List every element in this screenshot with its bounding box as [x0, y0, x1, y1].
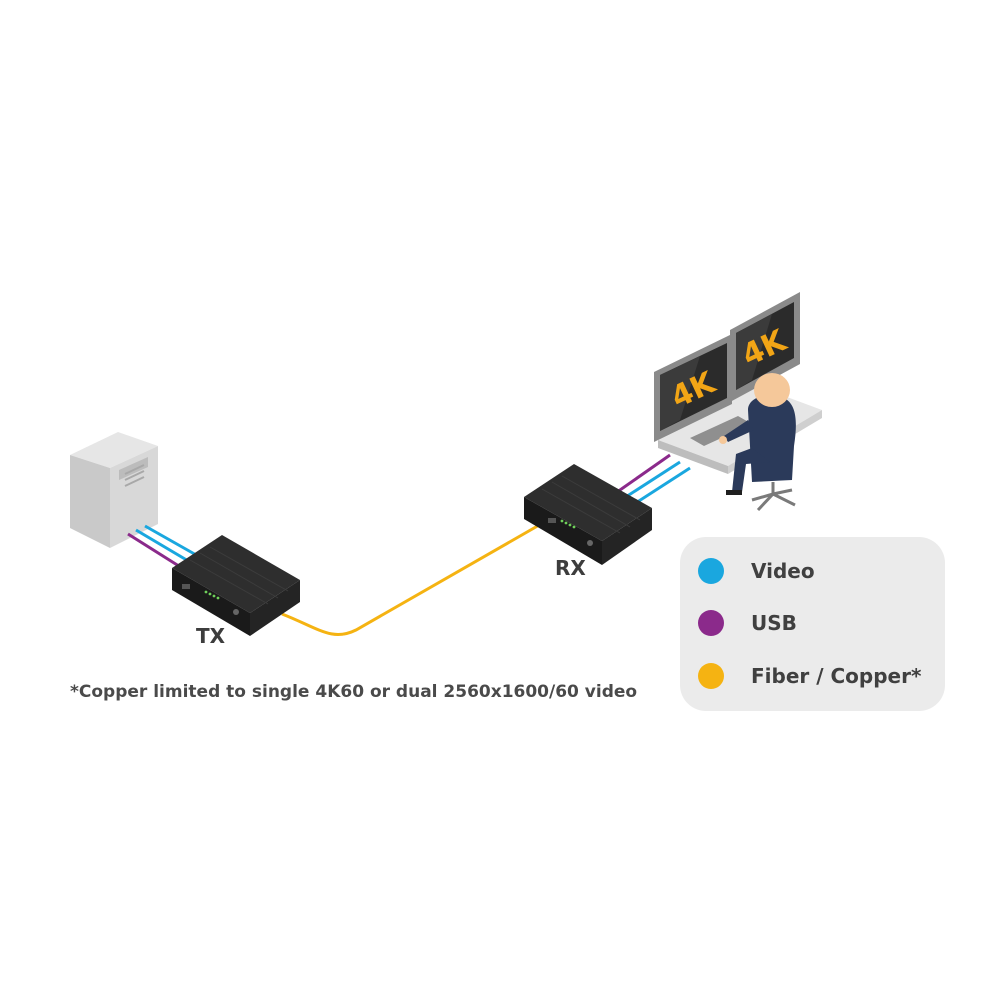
keyboard-icon — [690, 416, 752, 446]
legend-panel — [680, 537, 945, 711]
legend-item-fiber-copper: Fiber / Copper* — [698, 661, 921, 691]
tx-video-cable — [135, 528, 191, 564]
tx-video-cable — [144, 524, 199, 558]
tx-extender-box — [172, 535, 300, 636]
person-icon — [719, 373, 796, 495]
pc-to-tx-cables — [127, 524, 199, 570]
fiber-copper-color-dot — [698, 663, 724, 689]
monitor-right: 4K — [730, 292, 800, 402]
office-chair-icon — [751, 482, 796, 512]
legend-item-video: Video — [698, 556, 815, 586]
rx-extender-box — [524, 464, 652, 565]
tx-usb-cable — [127, 532, 183, 570]
copper-footnote: *Copper limited to single 4K60 or dual 2… — [70, 682, 638, 702]
legend-item-usb: USB — [698, 608, 797, 638]
video-color-dot — [698, 558, 724, 584]
rx-label: RX — [555, 556, 586, 580]
monitor-left: 4K — [654, 334, 732, 442]
pc-tower-icon — [70, 432, 158, 548]
legend-label-fiber-copper: Fiber / Copper* — [751, 664, 922, 688]
tx-label: TX — [196, 624, 226, 648]
legend-label-usb: USB — [751, 611, 797, 635]
fiber-copper-cable — [281, 518, 549, 636]
legend-label-video: Video — [751, 559, 815, 583]
usb-color-dot — [698, 610, 724, 636]
